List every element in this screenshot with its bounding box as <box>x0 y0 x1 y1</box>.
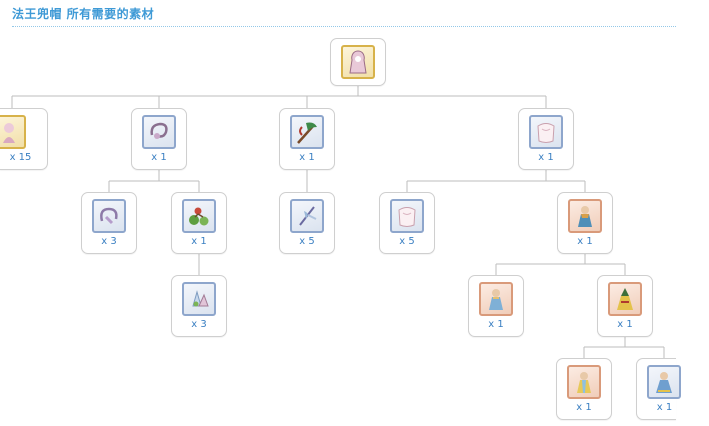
golden-garment-icon <box>567 365 601 399</box>
item-count: x 15 <box>9 152 32 163</box>
yellow-robe-icon <box>608 282 642 316</box>
item-count: x 1 <box>299 152 315 163</box>
tree-node-n1[interactable]: x 15 <box>0 108 48 170</box>
tree-node-n7[interactable]: x 5 <box>279 192 335 254</box>
title-divider <box>12 26 676 27</box>
tree-node-n3[interactable]: x 3 <box>81 192 137 254</box>
item-count: x 5 <box>399 236 415 247</box>
item-count: x 1 <box>656 402 673 413</box>
tree-node-n6[interactable]: x 1 <box>279 108 335 170</box>
ribbon-bow-icon <box>92 199 126 233</box>
blue-garment-icon <box>479 282 513 316</box>
tree-node-n13[interactable]: x 1 <box>556 358 612 420</box>
tree-node-root[interactable] <box>330 38 386 86</box>
tree-node-n4[interactable]: x 1 <box>171 192 227 254</box>
feathered-staff-icon <box>290 115 324 149</box>
crystal-cluster-icon <box>182 282 216 316</box>
tree-node-n10[interactable]: x 1 <box>557 192 613 254</box>
blue-robe-icon <box>568 199 602 233</box>
tree-node-n8[interactable]: x 1 <box>518 108 574 170</box>
green-orbs-icon <box>182 199 216 233</box>
tree-node-n9[interactable]: x 5 <box>379 192 435 254</box>
item-count: x 1 <box>151 152 167 163</box>
item-count: x 1 <box>488 319 504 330</box>
item-count: x 1 <box>538 152 554 163</box>
item-count: x 3 <box>101 236 117 247</box>
item-count: x 3 <box>191 319 207 330</box>
pink-figurine-icon <box>0 115 26 149</box>
tree-node-n11[interactable]: x 1 <box>468 275 524 337</box>
tree-node-n12[interactable]: x 1 <box>597 275 653 337</box>
item-count: x 1 <box>577 236 593 247</box>
item-count: x 1 <box>617 319 633 330</box>
page-title: 法王兜帽 所有需要的素材 <box>12 7 155 21</box>
tree-node-n5[interactable]: x 3 <box>171 275 227 337</box>
white-cloth-icon <box>390 199 424 233</box>
feather-shard-icon <box>290 199 324 233</box>
tree-node-n14[interactable]: x 1 <box>636 358 681 420</box>
hooded-robe-icon <box>341 45 375 79</box>
item-count: x 1 <box>191 236 207 247</box>
white-cloth-icon <box>529 115 563 149</box>
item-count: x 5 <box>299 236 315 247</box>
coiled-scroll-icon <box>142 115 176 149</box>
tree-node-n2[interactable]: x 1 <box>131 108 187 170</box>
item-count: x 1 <box>576 402 592 413</box>
blue-cape-icon <box>647 365 681 399</box>
